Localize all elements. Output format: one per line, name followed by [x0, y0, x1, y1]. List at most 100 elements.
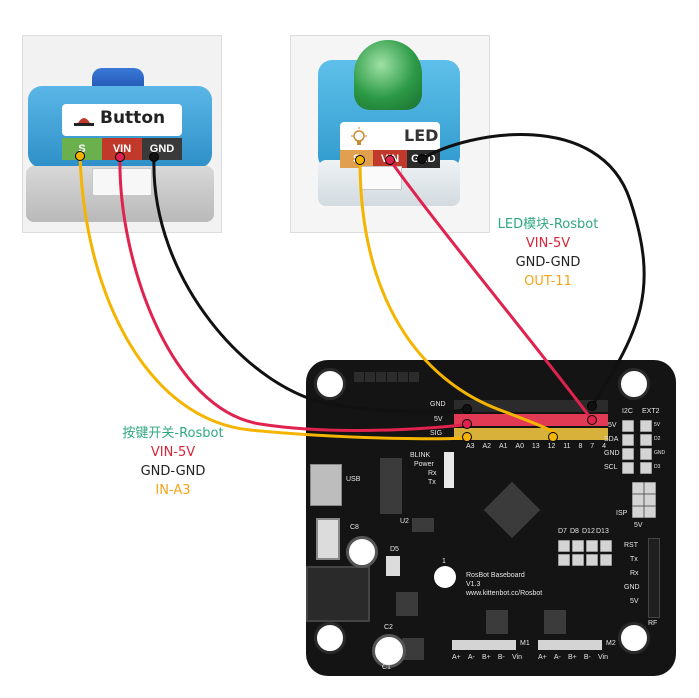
pin-label: 8	[578, 443, 583, 450]
d8-label: D8	[570, 528, 579, 535]
pin-label: 11	[563, 443, 571, 450]
led-ground-wire	[421, 133, 646, 407]
gnd-pin-row	[454, 400, 608, 412]
pin-label: A0	[515, 443, 524, 450]
button-pin-vin: VIN	[102, 138, 142, 160]
m1-label: B+	[481, 654, 491, 661]
pin-label: A1	[498, 443, 508, 450]
board-url: www.kittenbot.cc/Rosbot	[466, 590, 543, 597]
ext2-d3: D3	[654, 464, 661, 470]
d-pin	[600, 540, 612, 552]
isp-pin	[632, 494, 644, 506]
c2-label: C2	[384, 624, 393, 631]
isp-pin	[644, 482, 656, 494]
diode-d5	[386, 556, 400, 576]
led-power-wire	[388, 159, 594, 421]
m2-label: B-	[583, 654, 591, 661]
board-gnd-dot	[462, 404, 472, 414]
serial-tx: Tx	[630, 556, 638, 563]
i2c-5v: 5V	[608, 422, 617, 429]
led-label-tx: Tx	[428, 479, 436, 486]
u2-label: U2	[400, 518, 409, 525]
m2-label: A-	[553, 654, 561, 661]
m1-header	[452, 640, 516, 650]
chip-small	[486, 610, 508, 634]
led-ground-dot	[417, 154, 427, 164]
sig-row-marker: SIG	[430, 430, 443, 437]
button-pin-s: S	[62, 138, 102, 160]
led-signal-wire	[358, 159, 559, 439]
d-pin	[586, 540, 598, 552]
ext2-title: EXT2	[642, 408, 660, 415]
m2-label: A+	[538, 654, 547, 661]
led-wiring-caption: LED模块-Rosbot VIN-5V GND-GND OUT-11	[478, 215, 618, 291]
pin-label: 13	[531, 443, 540, 450]
gnd-row-marker: GND	[430, 401, 446, 408]
ext2-d2: D2	[654, 436, 661, 442]
d-pin	[558, 540, 570, 552]
silk-1: 1	[442, 558, 446, 565]
c8-label: C8	[350, 524, 359, 531]
i2c-pin	[622, 448, 634, 460]
i2c-sda: SDA	[604, 436, 619, 443]
button-caption-gnd: GND-GND	[140, 464, 206, 479]
top-header	[354, 372, 420, 382]
i2c-gnd: GND	[604, 450, 620, 457]
m1-label: Vin	[511, 654, 522, 661]
capacitor-c8	[346, 536, 378, 568]
isp-pin	[632, 506, 644, 518]
vcc-pin-row	[454, 414, 608, 426]
button-ground-dot	[149, 152, 159, 162]
mount-hole-tr	[618, 368, 650, 400]
pin-label: A3	[466, 443, 475, 450]
pin-label: A2	[482, 443, 492, 450]
isp-5v: 5V	[634, 522, 643, 529]
d5-label: D5	[390, 546, 399, 553]
i2c-pin	[622, 434, 634, 446]
button-power-wire	[118, 156, 469, 432]
led-bulb	[354, 40, 422, 110]
ext2-gnd: GND	[654, 450, 666, 456]
d-pin	[572, 554, 584, 566]
m2-label: B+	[567, 654, 577, 661]
pin-label: 7	[590, 443, 595, 450]
ic-chip	[380, 458, 402, 514]
power-jack	[306, 566, 370, 622]
mount-hole-br	[618, 622, 650, 654]
m1-labels: A+ A- B+ B- Vin	[452, 654, 522, 661]
ext2-pin	[640, 448, 652, 460]
usb-port	[310, 464, 342, 506]
status-led-block: BLINK Power Rx Tx	[410, 452, 454, 488]
m1-label: A+	[452, 654, 461, 661]
button-wiring-caption: 按键开关-Rosbot VIN-5V GND-GND IN-A3	[98, 424, 248, 500]
button-module-label: Button	[100, 108, 166, 128]
board-pin11-dot	[548, 432, 558, 442]
u2-chip	[412, 518, 434, 532]
board-version: V1.3	[466, 581, 481, 588]
rosbot-baseboard: GND 5V SIG A3 A2 A1 A0 13 12 11 8 7 4 BL…	[306, 360, 676, 676]
led-module-label: LED	[404, 126, 439, 145]
led-label-rx: Rx	[428, 470, 437, 477]
m2-labels: A+ A- B+ B- Vin	[538, 654, 608, 661]
button-caption-title: 按键开关-Rosbot	[122, 426, 224, 441]
kitten-logo	[434, 566, 456, 588]
d-pin	[600, 554, 612, 566]
serial-5v: 5V	[630, 598, 639, 605]
m2-header	[538, 640, 602, 650]
led-label-blink: BLINK	[410, 452, 431, 459]
capacitor-c2	[372, 634, 406, 668]
board-5v-dot	[462, 419, 472, 429]
button-signal-dot	[75, 151, 85, 161]
ext2-pin	[640, 434, 652, 446]
signal-pin-row	[454, 428, 608, 440]
m1-title: M1	[520, 640, 530, 647]
isp-pin	[644, 494, 656, 506]
ext2-5v: 5V	[654, 422, 661, 428]
d-pin	[558, 554, 570, 566]
d7-label: D7	[558, 528, 567, 535]
button-signal-wire	[78, 155, 469, 441]
i2c-scl: SCL	[604, 464, 618, 471]
m2-label: Vin	[597, 654, 608, 661]
switch	[316, 518, 340, 560]
